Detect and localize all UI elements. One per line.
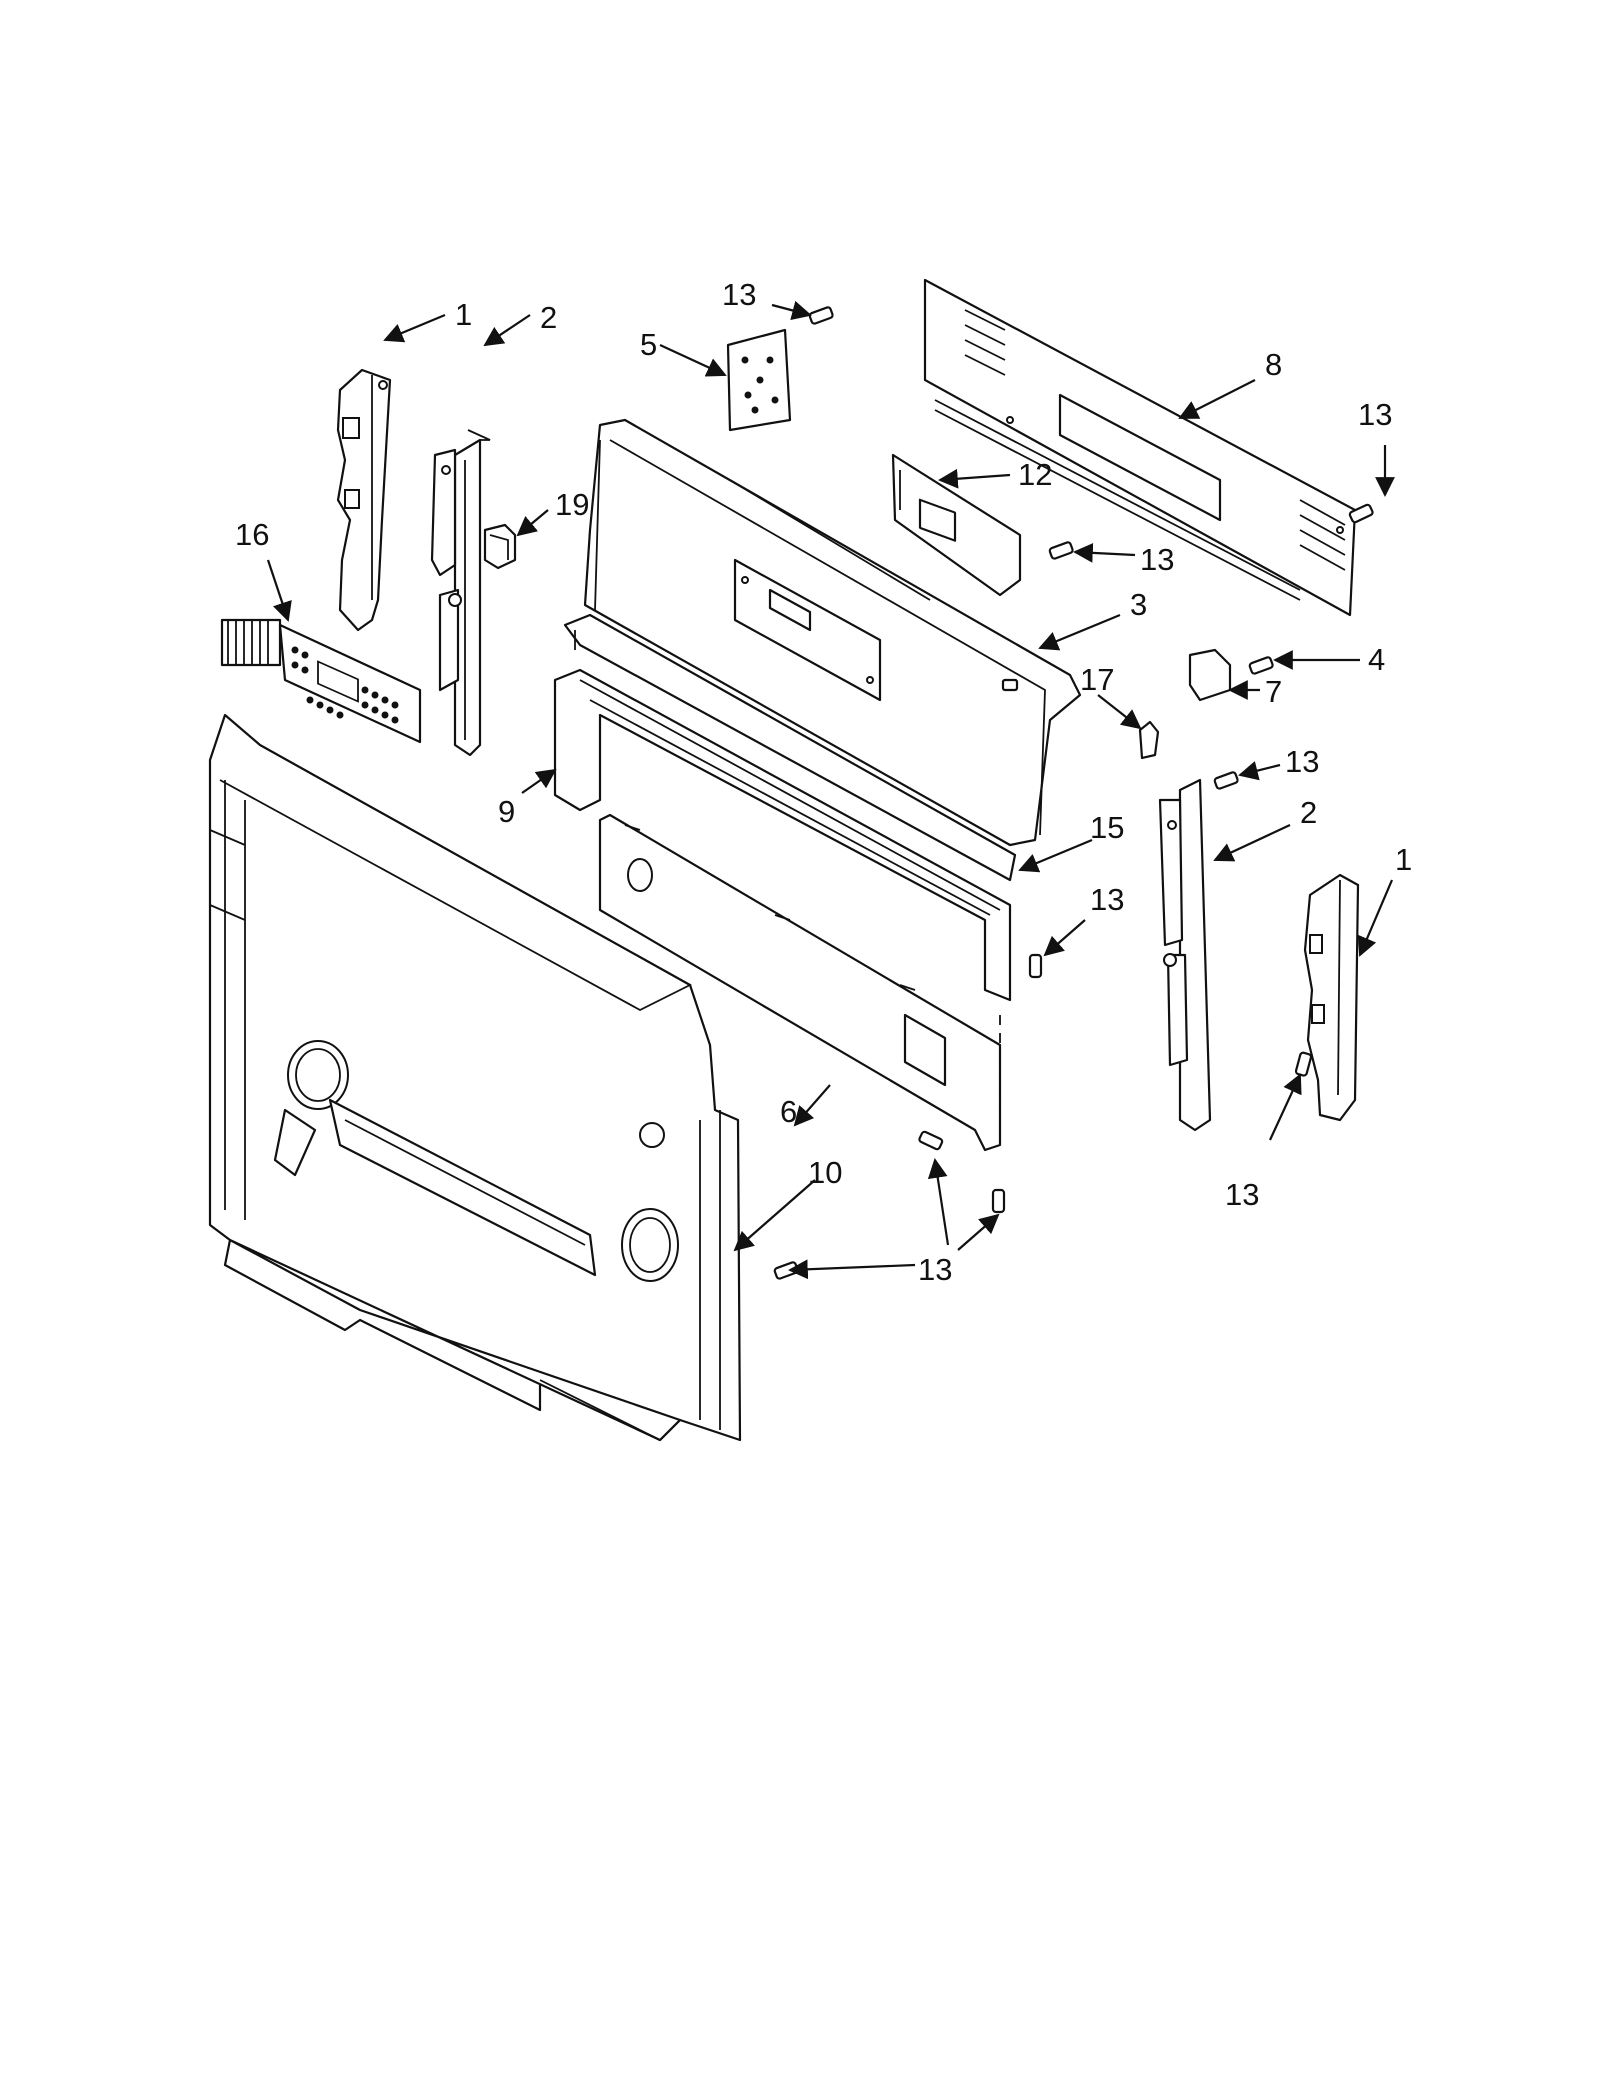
callout-2-left: 2 (540, 300, 557, 335)
callout-13-board: 13 (1140, 542, 1174, 577)
part-2-left-bracket (430, 429, 491, 757)
callout-19: 19 (555, 487, 589, 522)
callout-2-right: 2 (1300, 795, 1317, 830)
leader-lines (266, 300, 1395, 1280)
callout-12: 12 (1018, 457, 1052, 492)
callout-16: 16 (235, 517, 269, 552)
callout-13-channel: 13 (1090, 882, 1124, 917)
callout-13-top: 13 (722, 277, 756, 312)
part-9-support-channel (553, 613, 1017, 1002)
keypad-dots (291, 646, 399, 724)
callout-10: 10 (808, 1155, 842, 1190)
part-3-control-console (583, 418, 1082, 847)
callout-labels: 1 1 2 2 3 4 5 6 7 8 9 10 12 13 13 13 13 … (235, 277, 1412, 1287)
part-12-control-board (891, 453, 1022, 597)
callout-4: 4 (1368, 642, 1385, 677)
part-19-clip (483, 523, 517, 570)
callout-13-bracket: 13 (1285, 744, 1319, 779)
part-17-knob (1138, 720, 1160, 760)
screws (773, 306, 1374, 1280)
callout-15: 15 (1090, 810, 1124, 845)
part-1-right-side-trim (1303, 873, 1360, 1122)
callout-9: 9 (498, 794, 515, 829)
callout-1-right: 1 (1395, 842, 1412, 877)
part-2-right-bracket (1158, 778, 1212, 1132)
part-10-rear-panel (208, 713, 742, 1442)
part-1-left-side-trim (336, 368, 392, 632)
callout-13-far-right: 13 (1358, 397, 1392, 432)
part-6-back-shield (598, 813, 1002, 1152)
part-5-plate (726, 328, 792, 432)
callout-13-right-trim: 13 (1225, 1177, 1259, 1212)
callout-8: 8 (1265, 347, 1282, 382)
callout-17: 17 (1080, 662, 1114, 697)
callout-1-left: 1 (455, 297, 472, 332)
callout-7: 7 (1265, 674, 1282, 709)
callout-5: 5 (640, 327, 657, 362)
part-16-control-overlay (220, 618, 422, 744)
part-8-rear-vent-panel (923, 278, 1357, 617)
callout-6: 6 (780, 1094, 797, 1129)
callout-13-bottom: 13 (918, 1252, 952, 1287)
callout-3: 3 (1130, 587, 1147, 622)
part-7-small-bracket (1188, 648, 1232, 702)
